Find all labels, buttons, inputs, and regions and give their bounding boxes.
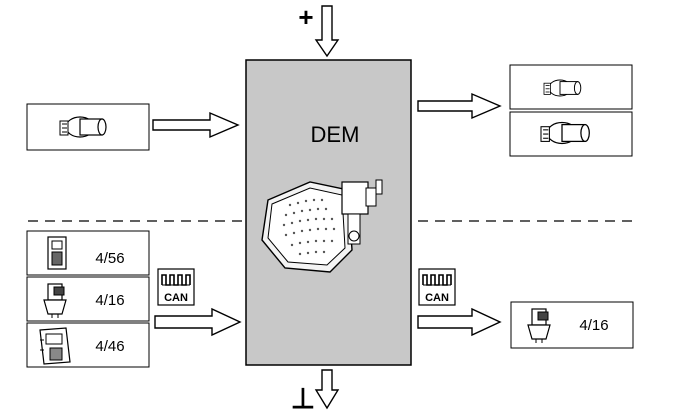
top-left-arrow [152, 111, 240, 139]
ground-arrow [314, 369, 340, 410]
can-bus-icon-right: CAN [418, 268, 456, 306]
can-label-right: CAN [425, 292, 449, 304]
left-input-box-3: 4/46 [26, 322, 150, 368]
input-label-1: 4/56 [95, 250, 124, 267]
top-right-output-box-2 [509, 111, 633, 157]
connector-sensor-icon [527, 308, 551, 343]
plus-symbol: + [298, 2, 313, 32]
top-right-output-box-1 [509, 64, 633, 110]
power-in-arrow [314, 5, 340, 58]
output-label-1: 4/16 [579, 317, 608, 334]
top-left-input-box [26, 103, 150, 151]
ground-symbol: ⊥ [291, 383, 315, 414]
dem-label: DEM [311, 122, 360, 147]
input-label-3: 4/46 [95, 338, 124, 355]
can-label-left: CAN [164, 292, 188, 304]
right-can-arrow [417, 307, 502, 337]
can-bus-icon-left: CAN [157, 268, 195, 306]
top-right-arrow [417, 92, 502, 120]
right-output-box: 4/16 [510, 301, 634, 349]
left-can-arrow [154, 307, 242, 337]
electronic-unit-icon [39, 327, 71, 365]
control-module-icon [47, 236, 67, 270]
left-input-box-2: 4/16 [26, 276, 150, 322]
connector-sensor-icon [43, 283, 67, 318]
input-label-2: 4/16 [95, 292, 124, 309]
dem-module-icon [261, 179, 383, 273]
left-input-box-1: 4/56 [26, 230, 150, 276]
